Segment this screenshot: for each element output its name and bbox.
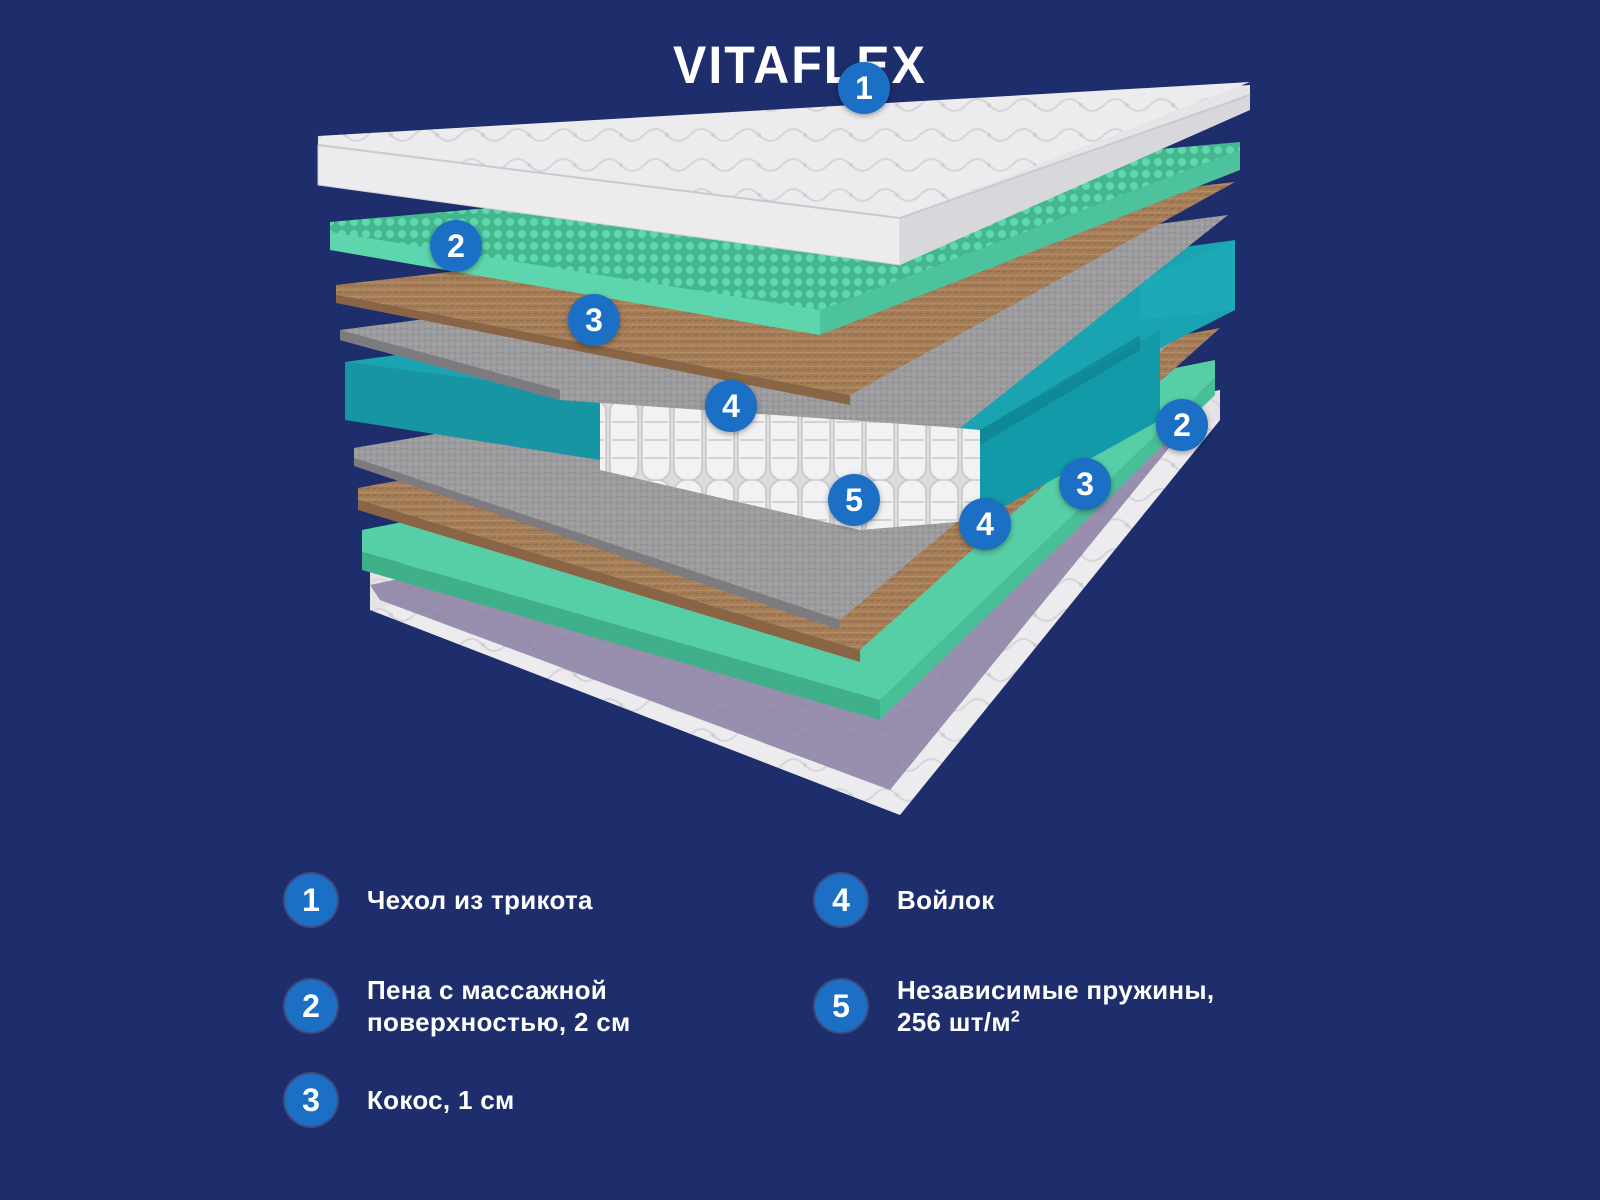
- legend-badge: 1: [285, 874, 337, 926]
- marker-1-cover: 1: [838, 62, 890, 114]
- legend-badge: 2: [285, 980, 337, 1032]
- legend-label: Чехол из трикота: [367, 885, 593, 915]
- legend-label: Кокос, 1 см: [367, 1085, 515, 1115]
- legend-label: Независимые пружины, 256 шт/м2: [897, 975, 1215, 1037]
- legend-label: Пена с массажной поверхностью, 2 см: [367, 975, 631, 1037]
- marker-5-springs: 5: [828, 474, 880, 526]
- marker-4-felt: 4: [705, 380, 757, 432]
- layer-top-cover: [317, 82, 1251, 266]
- marker-3-coconut: 3: [568, 294, 620, 346]
- marker-2-lower-foam: 2: [1156, 399, 1208, 451]
- marker-3-lower-coconut: 3: [1059, 458, 1111, 510]
- legend-item-coconut: 3 Кокос, 1 см: [285, 1074, 515, 1126]
- legend-badge: 3: [285, 1074, 337, 1126]
- legend-item-springs: 5 Независимые пружины, 256 шт/м2: [815, 974, 1214, 1038]
- legend-item-cover: 1 Чехол из трикота: [285, 874, 593, 926]
- legend-item-felt: 4 Войлок: [815, 874, 995, 926]
- legend-item-massage-foam: 2 Пена с массажной поверхностью, 2 см: [285, 974, 631, 1038]
- marker-2-foam: 2: [430, 220, 482, 272]
- marker-4-lower-felt: 4: [959, 498, 1011, 550]
- legend-badge: 4: [815, 874, 867, 926]
- legend-label: Войлок: [897, 885, 995, 915]
- legend-badge: 5: [815, 980, 867, 1032]
- brand-logo: VITAFLEX: [673, 35, 927, 95]
